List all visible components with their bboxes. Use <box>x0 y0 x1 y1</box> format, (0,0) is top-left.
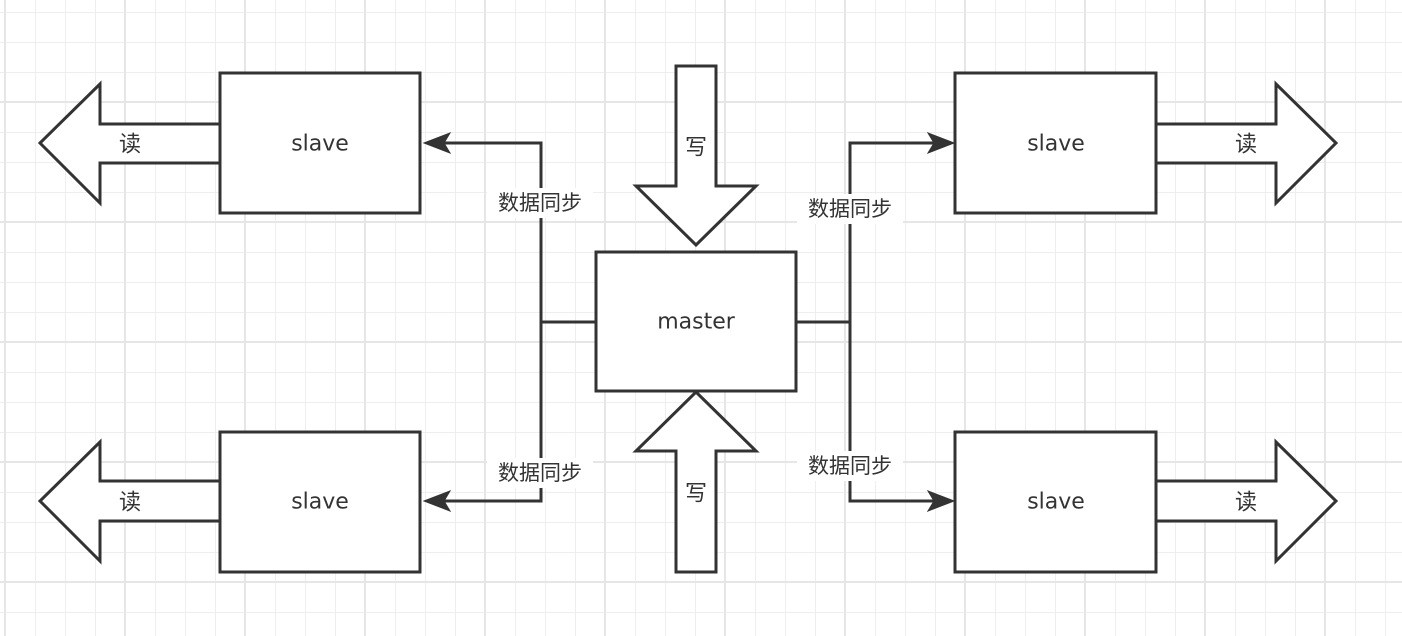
arrowhead-icon <box>926 490 956 512</box>
sync-label: 数据同步 <box>808 454 892 478</box>
read-arrow-top-left-label: 读 <box>119 133 141 158</box>
up-arrow-icon <box>632 389 760 574</box>
edge-label-sync-bottom-right: 数据同步 <box>797 451 903 481</box>
arrowhead-icon <box>926 132 956 154</box>
edge-label-sync-top-left: 数据同步 <box>487 188 593 218</box>
edge-label-sync-bottom-left: 数据同步 <box>487 458 593 488</box>
edge-line <box>440 141 596 324</box>
sync-label: 数据同步 <box>498 191 582 215</box>
label-background <box>797 451 903 481</box>
arrowhead-icon <box>422 132 452 154</box>
right-arrow-icon <box>1154 80 1339 207</box>
slave-label: slave <box>291 132 349 157</box>
sync-label: 数据同步 <box>808 197 892 221</box>
slave-label: slave <box>1027 132 1085 157</box>
read-arrow-bottom-right[interactable]: 读 <box>1154 438 1339 565</box>
right-arrow-icon <box>1154 438 1339 565</box>
arrowhead-icon <box>422 490 452 512</box>
label-background <box>487 188 593 218</box>
edge-sync-top-right[interactable] <box>796 132 956 324</box>
write-arrow-top-label: 写 <box>685 136 707 161</box>
edge-sync-top-left[interactable] <box>422 132 596 324</box>
slave-box <box>218 71 422 215</box>
slave-box <box>953 430 1158 574</box>
slave-box <box>218 430 422 574</box>
master-label: master <box>657 310 736 335</box>
edge-line <box>440 322 543 503</box>
node-slave-bottom-left[interactable]: slave <box>218 430 422 574</box>
read-arrow-bottom-left-label: 读 <box>119 491 141 516</box>
node-slave-top-left[interactable]: slave <box>218 71 422 215</box>
left-arrow-icon <box>37 80 222 207</box>
node-slave-top-right[interactable]: slave <box>953 71 1158 215</box>
edge-sync-bottom-right[interactable] <box>848 322 956 512</box>
label-background <box>797 194 903 224</box>
down-arrow-icon <box>632 64 760 248</box>
sync-label: 数据同步 <box>498 461 582 485</box>
read-arrow-top-right-label: 读 <box>1235 133 1257 158</box>
read-arrow-top-right[interactable]: 读 <box>1154 80 1339 207</box>
read-arrow-top-left[interactable]: 读 <box>37 80 222 207</box>
edge-line <box>848 322 938 503</box>
node-master[interactable]: master <box>594 250 798 393</box>
write-arrow-top[interactable]: 写 <box>632 64 760 248</box>
read-arrow-bottom-right-label: 读 <box>1235 491 1257 516</box>
slave-box <box>953 71 1158 215</box>
write-arrow-bottom[interactable]: 写 <box>632 389 760 574</box>
edge-label-sync-top-right: 数据同步 <box>797 194 903 224</box>
master-box <box>594 250 798 393</box>
label-background <box>487 458 593 488</box>
slave-label: slave <box>291 490 349 515</box>
edge-line <box>796 141 938 324</box>
write-arrow-bottom-label: 写 <box>685 482 707 507</box>
edge-sync-bottom-left[interactable] <box>422 322 543 512</box>
read-arrow-bottom-left[interactable]: 读 <box>37 438 222 565</box>
left-arrow-icon <box>37 438 222 565</box>
node-slave-bottom-right[interactable]: slave <box>953 430 1158 574</box>
slave-label: slave <box>1027 490 1085 515</box>
